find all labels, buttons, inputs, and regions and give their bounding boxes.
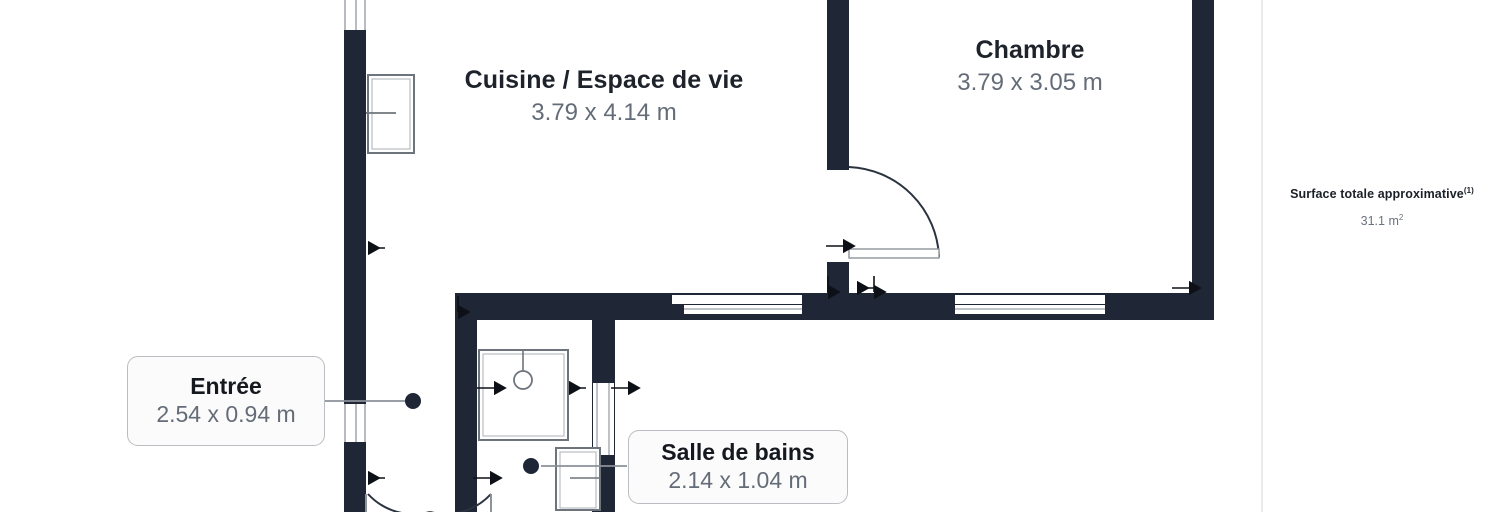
room-name-cuisine: Cuisine / Espace de vie xyxy=(464,66,744,94)
window-south-right xyxy=(955,295,1105,314)
room-callout-salle-de-bains[interactable]: Salle de bains 2.14 x 1.04 m xyxy=(628,430,848,504)
window-west-top xyxy=(343,0,367,30)
wall-west-lower xyxy=(344,440,366,512)
wall-bathroom-west xyxy=(455,293,477,512)
room-dimensions-salle-de-bains: 2.14 x 1.04 m xyxy=(668,467,808,494)
dimension-markers xyxy=(368,238,1202,486)
fixture-shower xyxy=(478,349,569,441)
surface-total-title-text: Surface totale approximative xyxy=(1290,187,1464,202)
room-dimensions-chambre: 3.79 x 3.05 m xyxy=(957,68,1103,96)
room-dimensions-cuisine: 3.79 x 4.14 m xyxy=(531,98,677,126)
room-name-salle-de-bains: Salle de bains xyxy=(661,438,815,465)
wall-jamb-b xyxy=(800,293,860,320)
room-label-cuisine: Cuisine / Espace de vie 3.79 x 4.14 m xyxy=(443,66,765,128)
wall-chambre-west-upper xyxy=(827,0,849,170)
surface-total-panel: Surface totale approximative(1) 31.1 m2 xyxy=(1272,186,1492,229)
room-dimensions-entree: 2.54 x 0.94 m xyxy=(156,401,296,428)
wall-west-upper xyxy=(344,28,366,404)
wall-jamb-c xyxy=(932,293,958,320)
surface-total-value-text: 31.1 m xyxy=(1360,214,1399,229)
callout-leaders xyxy=(324,393,627,474)
windows-group xyxy=(343,0,1105,455)
room-name-entree: Entrée xyxy=(190,372,262,399)
surface-total-footnote-marker: (1) xyxy=(1463,186,1474,195)
wall-chambre-east xyxy=(1192,0,1214,320)
surface-total-value: 31.1 m2 xyxy=(1272,213,1492,229)
surface-total-title: Surface totale approximative(1) xyxy=(1272,186,1492,202)
room-label-chambre: Chambre 3.79 x 3.05 m xyxy=(900,36,1160,98)
room-name-chambre: Chambre xyxy=(975,36,1085,64)
leader-dot-sdb xyxy=(523,458,539,474)
window-bathroom-east xyxy=(593,383,614,455)
window-west-entry xyxy=(343,404,367,442)
window-south-left xyxy=(672,295,802,314)
surface-total-value-exponent: 2 xyxy=(1398,213,1404,223)
leader-dot-entree xyxy=(405,393,421,409)
fixture-kitchen-counter xyxy=(366,74,415,154)
fixtures-group xyxy=(365,74,940,512)
fixture-toilet xyxy=(555,447,601,511)
door-chambre xyxy=(848,166,940,259)
room-callout-entree[interactable]: Entrée 2.54 x 0.94 m xyxy=(127,356,325,446)
